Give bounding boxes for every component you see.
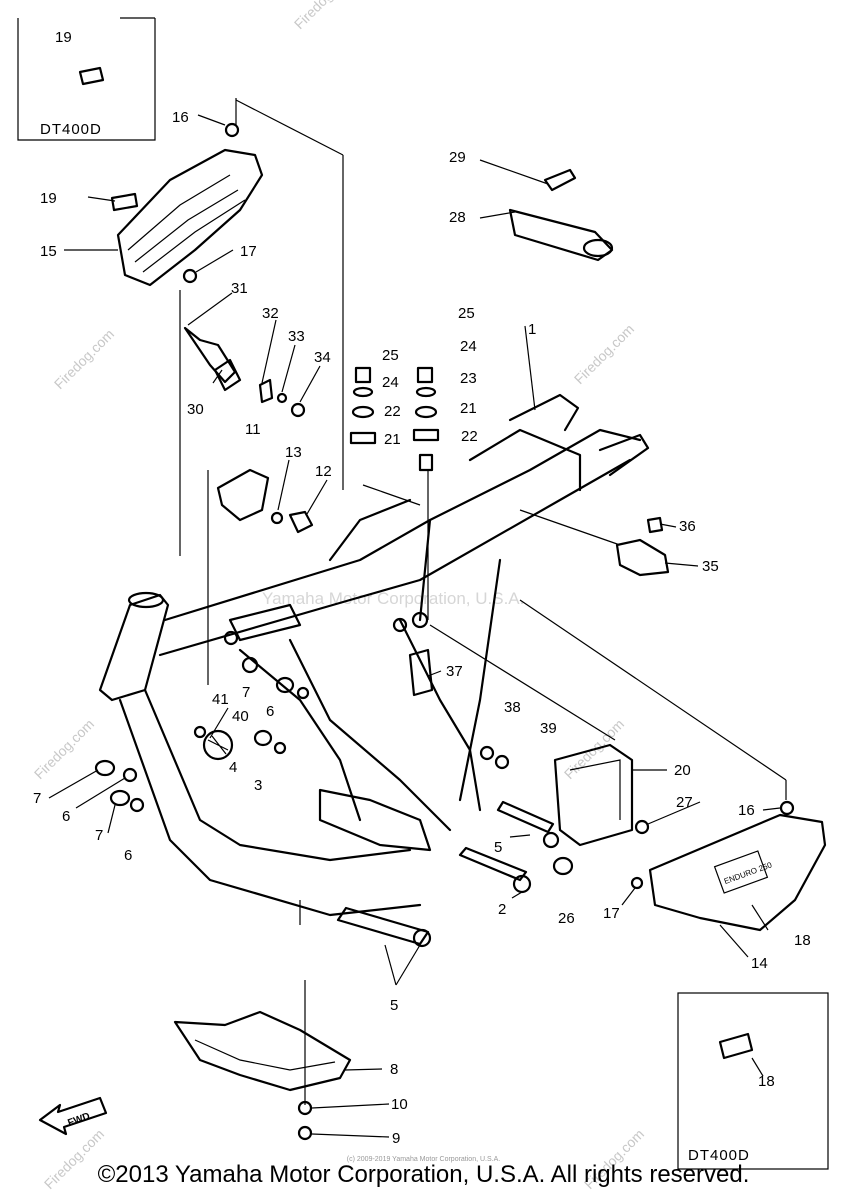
inset-top-left: DT400D bbox=[17, 17, 156, 141]
watermark-site: Firedog.com bbox=[31, 716, 97, 782]
callout-label: 1 bbox=[528, 321, 536, 338]
tool-bag-28 bbox=[508, 168, 614, 262]
callout-label: 7 bbox=[95, 827, 103, 844]
callout-labels: 19 16 19 15 17 31 32 33 34 30 11 13 12 2… bbox=[33, 29, 811, 1147]
bracket-11 bbox=[216, 468, 314, 534]
watermark-site: Firedog.com bbox=[571, 321, 637, 387]
callout-label: 18 bbox=[758, 1073, 775, 1090]
callout-label: 3 bbox=[254, 777, 262, 794]
callout-label: 11 bbox=[245, 421, 261, 438]
watermark-layer: Yamaha Motor Corporation, U.S.A. Firedog… bbox=[31, 0, 647, 1192]
callout-label: 23 bbox=[460, 370, 477, 387]
callout-label: 13 bbox=[285, 444, 302, 461]
small-copyright: (c) 2009-2019 Yamaha Motor Corporation, … bbox=[346, 1156, 501, 1163]
callout-label: 8 bbox=[390, 1061, 398, 1078]
grommet-16-icon bbox=[779, 800, 795, 816]
callout-label: 6 bbox=[266, 703, 274, 720]
callout-label: 40 bbox=[232, 708, 249, 725]
callout-label: 15 bbox=[40, 243, 57, 260]
callout-label: 10 bbox=[391, 1096, 408, 1113]
callout-label: 7 bbox=[242, 684, 250, 701]
watermark-site: Firedog.com bbox=[291, 0, 357, 32]
callout-label: 22 bbox=[384, 403, 401, 420]
callout-label: 19 bbox=[55, 29, 72, 46]
switch-assembly bbox=[183, 326, 306, 418]
callout-label: 18 bbox=[794, 932, 811, 949]
callout-label: 25 bbox=[458, 305, 475, 322]
callout-label: 24 bbox=[382, 374, 399, 391]
callout-label: 4 bbox=[229, 759, 237, 776]
copyright-text: ©2013 Yamaha Motor Corporation, U.S.A. A… bbox=[97, 1161, 750, 1188]
grommet-16-icon bbox=[224, 122, 240, 138]
left-side-cover-15 bbox=[110, 122, 264, 287]
skid-plate-8 bbox=[173, 1010, 352, 1141]
callout-label: 12 bbox=[315, 463, 332, 480]
callout-label: 29 bbox=[449, 149, 466, 166]
decal-19-icon bbox=[110, 192, 139, 212]
callout-label: 9 bbox=[392, 1130, 400, 1147]
callout-label: 7 bbox=[33, 790, 41, 807]
collar-17-icon bbox=[630, 876, 644, 890]
callout-label: 22 bbox=[461, 428, 478, 445]
callout-label: 28 bbox=[449, 209, 466, 226]
callout-label: 16 bbox=[172, 109, 189, 126]
inset-model-label: DT400D bbox=[688, 1147, 750, 1164]
callout-label: 5 bbox=[494, 839, 502, 856]
callout-label: 38 bbox=[504, 699, 521, 716]
callout-label: 35 bbox=[702, 558, 719, 575]
callout-label: 34 bbox=[314, 349, 331, 366]
rubber-mounts bbox=[349, 366, 440, 472]
inset-model-label: DT400D bbox=[40, 121, 102, 138]
cap-27-icon bbox=[634, 819, 650, 835]
inset-bottom-right: DT400D bbox=[677, 992, 829, 1170]
battery-box-20 bbox=[408, 648, 650, 876]
decal-19-icon bbox=[78, 66, 105, 86]
callout-label: 2 bbox=[498, 901, 506, 918]
watermark-center: Yamaha Motor Corporation, U.S.A. bbox=[262, 589, 524, 608]
watermark-site: Firedog.com bbox=[51, 326, 117, 392]
main-frame-1 bbox=[98, 393, 650, 917]
callout-label: 24 bbox=[460, 338, 477, 355]
callout-label: 36 bbox=[679, 518, 696, 535]
fwd-label: FWD bbox=[66, 1111, 91, 1129]
callout-label: 31 bbox=[231, 280, 248, 297]
callout-label: 30 bbox=[187, 401, 204, 418]
long-bolts bbox=[336, 800, 560, 948]
bracket-35 bbox=[615, 516, 670, 577]
callout-label: 26 bbox=[558, 910, 575, 927]
callout-label: 41 bbox=[212, 691, 229, 708]
right-side-cover-14: ENDURO 250 bbox=[630, 800, 827, 932]
callout-label: 37 bbox=[446, 663, 463, 680]
collar-17-icon bbox=[182, 268, 198, 284]
callout-label: 33 bbox=[288, 328, 305, 345]
callout-label: 17 bbox=[240, 243, 257, 260]
callout-label: 5 bbox=[390, 997, 398, 1014]
callout-label: 21 bbox=[460, 400, 477, 417]
callout-label: 27 bbox=[676, 794, 693, 811]
callout-label: 6 bbox=[62, 808, 70, 825]
callout-label: 19 bbox=[40, 190, 57, 207]
callout-label: 20 bbox=[674, 762, 691, 779]
callout-label: 39 bbox=[540, 720, 557, 737]
decal-18-icon bbox=[718, 1032, 754, 1060]
callout-label: 32 bbox=[262, 305, 279, 322]
callout-label: 17 bbox=[603, 905, 620, 922]
callout-label: 21 bbox=[384, 431, 401, 448]
strap-29-icon bbox=[543, 168, 577, 192]
callout-label: 6 bbox=[124, 847, 132, 864]
leader-lines bbox=[48, 98, 787, 1138]
callout-label: 14 bbox=[751, 955, 768, 972]
callout-label: 25 bbox=[382, 347, 399, 364]
engine-mount-hardware bbox=[94, 676, 310, 813]
callout-label: 16 bbox=[738, 802, 755, 819]
